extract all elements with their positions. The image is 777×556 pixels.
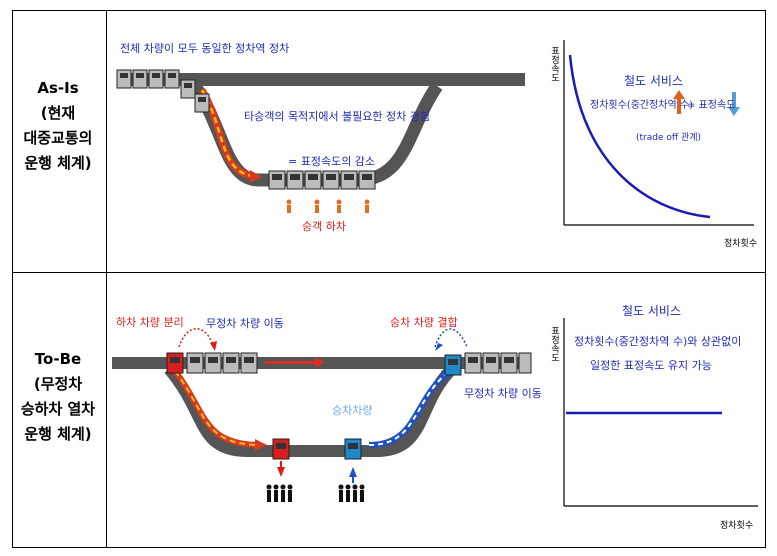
tobe-ylabel: 표정속도 [549, 326, 559, 362]
tobe-xlabel: 정차횟수 [720, 521, 754, 531]
asis-box-eq: = 표정속도 [687, 100, 736, 111]
tobe-box-line1: 정차횟수(중간정차역 수)와 상관없이 [574, 335, 742, 348]
speed-curve [568, 54, 711, 219]
tobe-caption-detach: 하차 차량 분리 [116, 316, 184, 329]
station-blue-car [344, 438, 362, 460]
comparison-table: As-Is (현재 대중교통의 운행 체계) To-Be (무정차 승하차 열차… [12, 10, 766, 548]
tobe-row-label: To-Be (무정차 승하차 열차 운행 체계) [12, 347, 104, 447]
tobe-chart [563, 318, 758, 507]
down-arrow-icon [728, 92, 740, 116]
boarding-people-icon [338, 484, 365, 502]
tobe-caption-move2: 무정차 차량 이동 [464, 387, 542, 400]
asis-box-line1: 정차횟수(중간정차역 수) [590, 100, 693, 111]
attaching-car [444, 354, 462, 376]
detach-flow-arrow [172, 369, 258, 448]
tobe-box-title: 철도 서비스 [622, 304, 682, 318]
asis-caption-speed: = 표정속도의 감소 [288, 155, 376, 168]
asis-caption-top: 전체 차량이 모두 동일한 정차역 정차 [120, 42, 290, 55]
tobe-label-line-4: 운행 체계) [24, 425, 92, 443]
station-red-car [272, 438, 290, 460]
asis-label-line-1: As-Is [37, 79, 79, 97]
asis-box-title: 철도 서비스 [624, 74, 684, 88]
asis-track-diagram [116, 69, 525, 213]
attach-arc [434, 328, 468, 348]
tobe-box-line2: 일정한 표정속도 유지 가능 [590, 359, 712, 372]
alighting-people-icon [266, 484, 293, 502]
tobe-label-line-1: To-Be [34, 350, 82, 368]
detach-arc [178, 328, 214, 348]
train-station [268, 170, 376, 190]
asis-caption-station: 승객 하차 [302, 220, 346, 233]
asis-caption-mid: 타승객의 목적지에서 불필요한 정차 경험 [244, 110, 431, 123]
tobe-caption-move1: 무정차 차량 이동 [206, 317, 284, 330]
asis-label-line-3: 대중교통의 [23, 129, 93, 147]
station-branch-track [164, 364, 457, 457]
asis-label-line-4: 운행 체계) [24, 154, 92, 172]
train-main [186, 352, 532, 374]
asis-ylabel: 표정속도 [549, 46, 559, 82]
tobe-track-diagram [112, 328, 532, 502]
tobe-label-line-2: (무정차 [33, 375, 83, 393]
tobe-caption-attach: 승차 차량 결합 [390, 316, 458, 329]
alight-arrow-icon [277, 467, 285, 477]
asis-chart [563, 40, 754, 226]
asis-xlabel: 정차횟수 [724, 239, 758, 249]
table-grid [12, 10, 766, 548]
main-flow-arrow [265, 361, 317, 364]
asis-label-line-2: (현재 [40, 104, 76, 122]
up-arrow-icon [673, 90, 685, 114]
board-arrow-icon [349, 467, 357, 477]
asis-row-label: As-Is (현재 대중교통의 운행 체계) [12, 76, 104, 176]
detached-car [166, 352, 184, 374]
train-main [116, 69, 210, 113]
passenger-icons [286, 199, 370, 213]
attach-flow-arrow [368, 370, 449, 448]
tobe-caption-boarding: 승차차량 [332, 404, 373, 417]
asis-box-note: (trade off 관계) [636, 133, 702, 143]
tobe-label-line-3: 승하차 열차 [20, 400, 96, 418]
main-track [117, 73, 525, 86]
